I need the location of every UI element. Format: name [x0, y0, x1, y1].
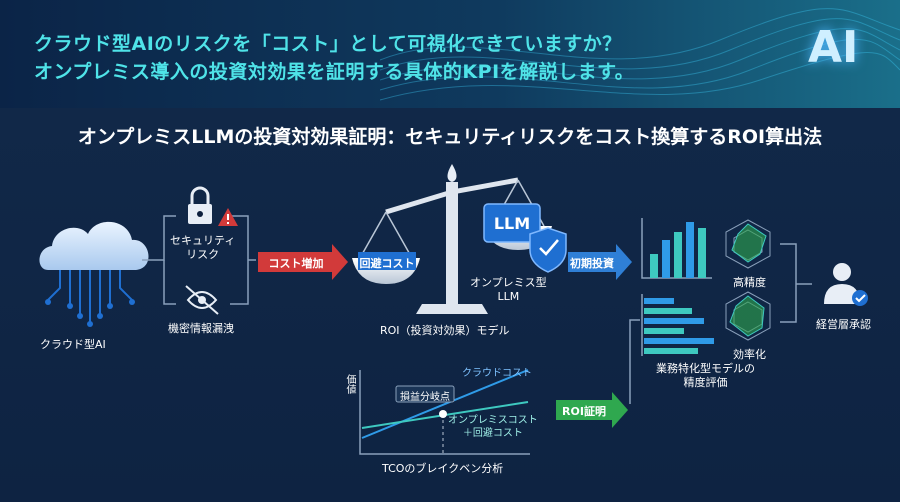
- llm-label: LLM: [493, 214, 531, 233]
- headline-line1: クラウド型AIのリスクを「コスト」として可視化できていますか？: [34, 33, 622, 55]
- wave-decoration: [380, 8, 900, 101]
- diagram-graphics: [39, 164, 868, 455]
- eval-caption-line2: 精度評価: [683, 376, 728, 389]
- warning-icon: [218, 208, 238, 226]
- cost-increase-arrow: [258, 244, 348, 280]
- approval-label: 経営層承認: [816, 318, 871, 331]
- efficiency-label: 効率化: [733, 348, 766, 361]
- tco-ylabel: 価値: [344, 374, 355, 394]
- precision-label: 高精度: [733, 276, 766, 289]
- cost-increase-label: コスト増加: [268, 257, 324, 270]
- radar-efficiency-icon: [725, 291, 771, 341]
- headline: クラウド型AIのリスクを「コスト」として可視化できていますか？ オンプレミス導入…: [34, 30, 634, 86]
- onprem-cost-line2: ＋回避コスト: [462, 428, 523, 439]
- lock-icon: [188, 186, 212, 224]
- header-banner: クラウド型AIのリスクを「コスト」として可視化できていますか？ オンプレミス導入…: [0, 0, 900, 108]
- avoid-cost-label: 回避コスト: [359, 257, 415, 270]
- cloud-icon: [39, 221, 149, 327]
- security-risk-label: セキュリティ リスク: [170, 234, 235, 262]
- breakeven-label: 損益分岐点: [400, 392, 450, 403]
- roi-model-caption: ROI（投資対効果）モデル: [380, 324, 510, 337]
- security-risk-line2: リスク: [186, 248, 220, 261]
- onprem-cost-label: オンプレミスコスト ＋回避コスト: [448, 414, 538, 440]
- avoid-cost-box: [358, 252, 416, 270]
- roi-proof-label: ROI証明: [562, 405, 606, 418]
- bar-chart-icon: [641, 218, 712, 279]
- onprem-cost-line1: オンプレミスコスト: [448, 415, 538, 426]
- cloud-cost-line: [361, 369, 529, 439]
- onprem-llm-line1: オンプレミス型: [470, 276, 547, 289]
- onprem-llm-line2: LLM: [497, 290, 520, 303]
- initial-investment-arrow: [568, 244, 632, 280]
- security-risk-line1: セキュリティ: [170, 234, 236, 247]
- shield-icon: [529, 227, 567, 273]
- horizontal-bar-icon: [641, 294, 714, 356]
- person-approval-icon: [824, 263, 868, 306]
- tco-chart: [359, 369, 530, 455]
- approval-bracket: [780, 243, 812, 323]
- tco-caption: TCOのブレイクベン分析: [382, 462, 504, 475]
- eval-caption-line1: 業務特化型モデルの: [656, 362, 755, 375]
- llm-box: [483, 203, 541, 243]
- onprem-llm-label: オンプレミス型 LLM: [470, 276, 547, 304]
- cloud-cost-label: クラウドコスト: [462, 368, 532, 379]
- cloud-label: クラウド型AI: [40, 338, 106, 351]
- headline-line2: オンプレミス導入の投資対効果を証明する具体的KPIを解説します。: [34, 61, 635, 83]
- roi-connector: [629, 319, 640, 404]
- diagram-area: オンプレミスLLMの投資対効果証明：セキュリティリスクをコスト換算するROI算出…: [0, 108, 900, 502]
- roi-proof-arrow: [556, 392, 628, 428]
- leak-label: 機密情報漏洩: [168, 322, 234, 335]
- breakeven-point: [439, 410, 447, 418]
- eval-caption: 業務特化型モデルの 精度評価: [656, 362, 755, 390]
- radar-precision-icon: [725, 219, 771, 269]
- initial-investment-label: 初期投資: [570, 257, 614, 270]
- risk-bracket: [142, 215, 256, 305]
- ai-badge: AI: [808, 22, 859, 73]
- diagram-title: オンプレミスLLMの投資対効果証明：セキュリティリスクをコスト換算するROI算出…: [77, 126, 823, 148]
- leak-icon: [185, 285, 219, 315]
